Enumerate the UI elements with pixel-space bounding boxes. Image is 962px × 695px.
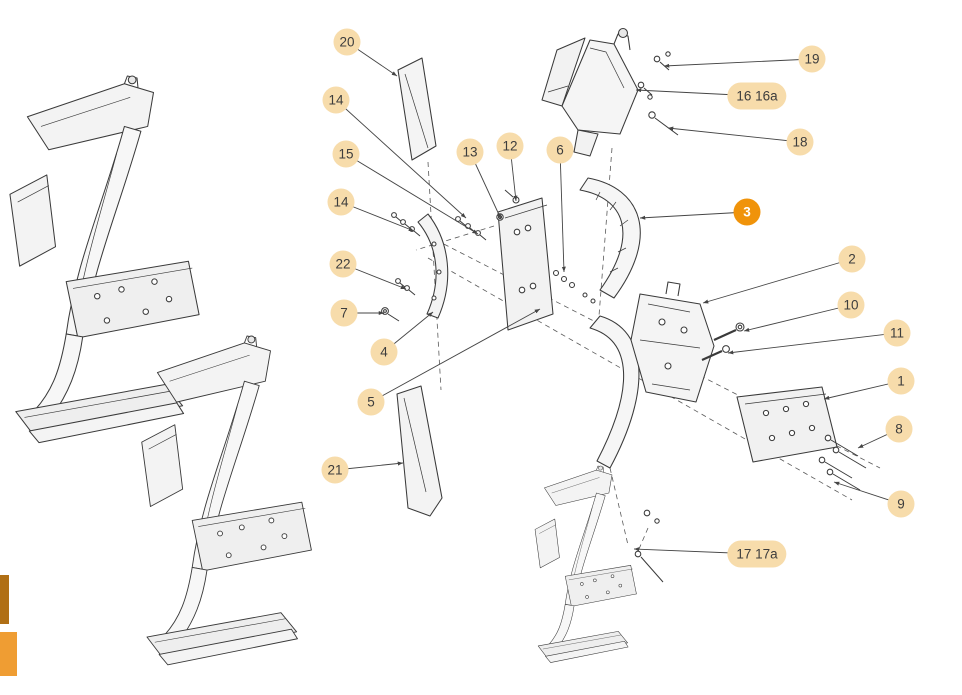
callout-badge-18[interactable]: 18 <box>786 128 814 156</box>
callout-badge-5[interactable]: 5 <box>357 388 385 416</box>
bolts-8-9 <box>818 434 867 491</box>
callout-leader-line-10 <box>743 304 852 332</box>
callout-badge-7[interactable]: 7 <box>330 299 358 327</box>
part-21-knife <box>396 385 443 517</box>
callout-badge-6[interactable]: 6 <box>546 136 574 164</box>
callout-badge-14[interactable]: 14 <box>327 188 355 216</box>
callout-badge-17-17a[interactable]: 17 17a <box>727 540 787 568</box>
fasteners-19-16-18 <box>637 51 679 136</box>
callout-badge-11[interactable]: 11 <box>883 319 911 347</box>
left-edge-accent-bottom <box>0 632 17 676</box>
part-5-plate <box>497 197 554 331</box>
callout-badge-12[interactable]: 12 <box>496 132 524 160</box>
part-3-shank <box>579 177 641 299</box>
callout-badge-9[interactable]: 9 <box>887 490 915 518</box>
callout-badge-20[interactable]: 20 <box>333 28 361 56</box>
callout-leader-line-5 <box>370 308 541 403</box>
callout-badge-1[interactable]: 1 <box>887 367 915 395</box>
part-1-plate <box>736 386 838 463</box>
callout-badge-21[interactable]: 21 <box>321 456 349 484</box>
callout-badge-19[interactable]: 19 <box>798 45 826 73</box>
callout-leader-line-3 <box>639 211 748 220</box>
callout-leader-line-18 <box>667 126 801 143</box>
left-edge-accent-top <box>0 575 9 624</box>
callout-badge-13[interactable]: 13 <box>456 138 484 166</box>
callout-badge-15[interactable]: 15 <box>332 140 360 168</box>
callout-badge-2[interactable]: 2 <box>838 245 866 273</box>
fasteners-17 <box>634 509 664 583</box>
callout-badge-4[interactable]: 4 <box>370 338 398 366</box>
callout-badge-10[interactable]: 10 <box>837 291 865 319</box>
callout-leader-line-11 <box>727 332 898 355</box>
callout-badge-8[interactable]: 8 <box>885 415 913 443</box>
part-20-plate <box>397 57 437 161</box>
part-2-frame <box>630 281 715 403</box>
callout-badge-14[interactable]: 14 <box>322 86 350 114</box>
callout-leader-line-19 <box>663 58 813 68</box>
plow-assembly-lower-left <box>141 335 312 666</box>
hardware-clusters <box>381 189 596 322</box>
head-assembly <box>541 27 639 157</box>
callout-leader-line-2 <box>702 258 853 304</box>
callout-badge-22[interactable]: 22 <box>329 250 357 278</box>
plow-assembly-bottom-center <box>534 465 637 663</box>
callout-leader-line-15 <box>345 153 479 235</box>
callout-leader-line-14 <box>335 99 467 219</box>
callout-badge-3[interactable]: 3 <box>733 198 761 226</box>
part-4-strip <box>417 213 449 319</box>
bolts-10-11 <box>701 322 745 361</box>
callout-leader-line-6 <box>559 149 566 273</box>
callout-badge-16-16a[interactable]: 16 16a <box>727 82 787 110</box>
